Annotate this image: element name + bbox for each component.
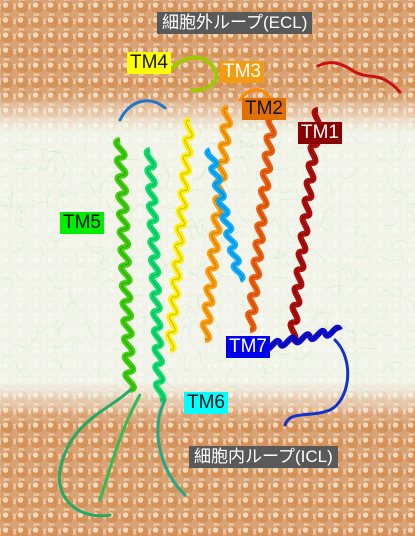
tm4-label: TM4 bbox=[127, 52, 171, 74]
ecl-loop-blue bbox=[118, 99, 167, 122]
helix-tm6 bbox=[143, 147, 167, 403]
lipid-membrane bbox=[0, 92, 415, 422]
helix-tm5 bbox=[113, 137, 137, 393]
tm5-label: TM5 bbox=[60, 212, 104, 234]
helix-tm4 bbox=[164, 117, 196, 353]
ecl2-loop bbox=[168, 55, 219, 93]
tm6-label: TM6 bbox=[184, 392, 228, 414]
ecl-region-label: 細胞外ループ(ECL) bbox=[157, 12, 313, 34]
n-terminus-loop bbox=[316, 61, 402, 94]
tm2-label: TM2 bbox=[242, 98, 286, 120]
protein-ribbons bbox=[57, 55, 402, 518]
icl3-loop bbox=[57, 388, 132, 518]
icl-loop-green bbox=[98, 393, 142, 502]
tm7-label: TM7 bbox=[226, 336, 270, 358]
icl-region-label: 細胞内ループ(ICL) bbox=[189, 446, 338, 468]
helix-tm2 bbox=[245, 115, 277, 333]
lipid-mesh bbox=[0, 94, 415, 416]
c-terminus-loop bbox=[283, 338, 350, 427]
icl-loop-teal bbox=[156, 398, 187, 497]
helix-tm7-upper bbox=[204, 147, 246, 283]
tm3-label: TM3 bbox=[220, 61, 264, 83]
ecl1-loop bbox=[238, 88, 272, 102]
tm1-label: TM1 bbox=[298, 122, 342, 144]
